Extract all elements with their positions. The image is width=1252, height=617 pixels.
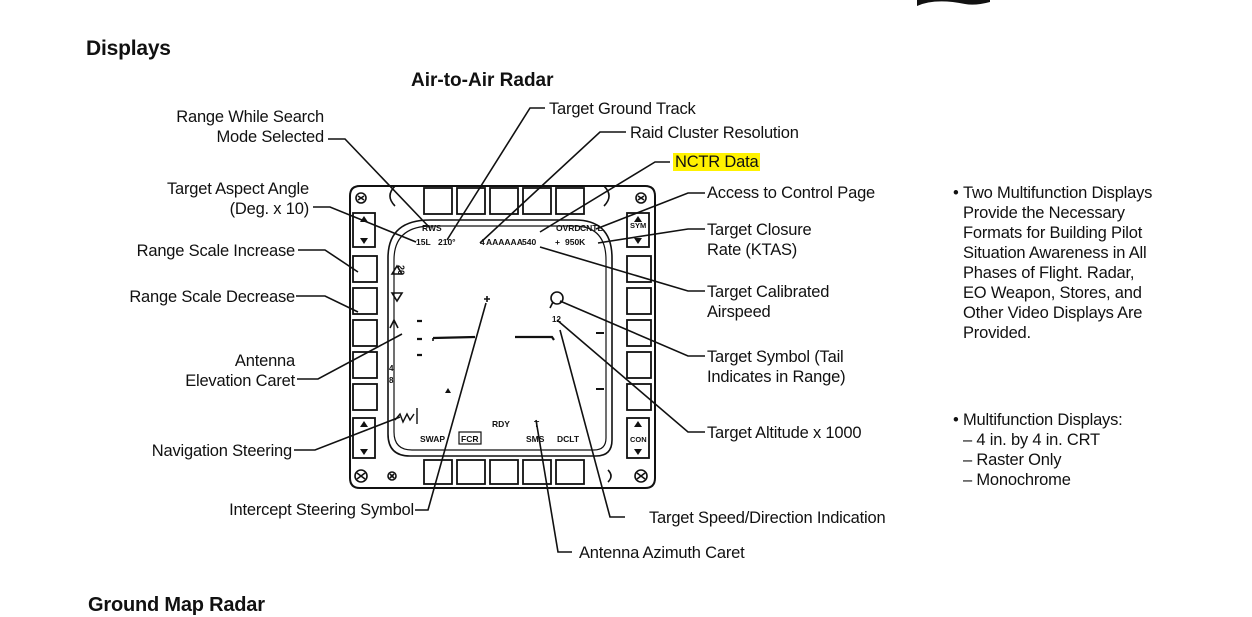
- label-rws: Range While Search Mode Selected: [176, 107, 324, 147]
- screen-closure: 950K: [565, 237, 586, 247]
- intercept-steering-symbol: [445, 388, 451, 393]
- label-speed-direction: Target Speed/Direction Indication: [649, 509, 886, 527]
- label-rws-line1: Range While Search: [176, 108, 324, 126]
- label-range-decrease: Range Scale Decrease: [129, 288, 295, 306]
- screen-sms: SMS: [526, 434, 545, 444]
- mfd-bezel: [349, 185, 656, 489]
- bullet-1: • Two Multifunction Displays Provide the…: [953, 183, 1152, 343]
- screen-rdy: RDY: [492, 419, 510, 429]
- label-closure-rate: Target Closure Rate (KTAS): [707, 220, 812, 260]
- screen-sym: SYM: [630, 221, 646, 230]
- label-antenna-azimuth: Antenna Azimuth Caret: [579, 544, 745, 562]
- sub-bullet-text: Raster Only: [976, 451, 1062, 469]
- screen-scale-4: 4: [389, 364, 394, 373]
- sub-bullet-text: Monochrome: [976, 471, 1071, 489]
- label-navigation-steering: Navigation Steering: [151, 442, 292, 460]
- sub-bullet-text: 4 in. by 4 in. CRT: [976, 431, 1100, 449]
- label-target-altitude: Target Altitude x 1000: [707, 424, 862, 442]
- screen-cntl: CNTL: [580, 223, 603, 233]
- label-cas-line1: Target Calibrated: [707, 283, 830, 301]
- label-nctr-data: NCTR Data: [673, 152, 761, 172]
- label-cas-line2: Airspeed: [707, 303, 771, 321]
- antenna-elevation-caret: [389, 318, 399, 329]
- label-aspect-line1: Target Aspect Angle: [166, 180, 309, 198]
- screen-cas: 540: [522, 237, 536, 247]
- bottom-osb-buttons: [423, 459, 585, 485]
- label-raid-cluster: Raid Cluster Resolution: [630, 124, 799, 142]
- label-elev-line1: Antenna: [234, 352, 295, 370]
- screen-altitude: 12: [552, 315, 561, 324]
- sub-bullet: – 4 in. by 4 in. CRT: [963, 431, 1100, 449]
- screen-range-scale: 20: [396, 265, 406, 275]
- bullet-2: • Multifunction Displays: – 4 in. by 4 i…: [953, 410, 1123, 490]
- next-section-title: Ground Map Radar: [88, 594, 265, 616]
- svg-text:+: +: [555, 237, 560, 247]
- bullet-1-line: Situation Awareness in All: [963, 244, 1147, 262]
- sub-bullet: – Raster Only: [963, 451, 1062, 469]
- bullet-1-line: Provided.: [963, 324, 1031, 342]
- label-antenna-elevation: Antenna Elevation Caret: [185, 351, 295, 391]
- section-title: Displays: [86, 37, 171, 60]
- bullet-2-line: Multifunction Displays:: [963, 411, 1123, 429]
- right-osb-buttons: [626, 212, 652, 459]
- screen-aspect: 15L: [416, 237, 431, 247]
- label-intercept-steering: Intercept Steering Symbol: [229, 501, 414, 519]
- bullet-1-line: Other Video Displays Are: [963, 304, 1143, 322]
- bezel-knobs: [354, 185, 648, 483]
- mfd-screen: [387, 219, 613, 457]
- label-aspect-line2: (Deg. x 10): [229, 200, 310, 218]
- left-osb-buttons: [352, 212, 378, 459]
- screen-dclt: DCLT: [557, 434, 580, 444]
- bullet-1-line: Provide the Necessary: [963, 204, 1125, 222]
- bullet-dot: •: [953, 411, 959, 429]
- label-elev-line2: Elevation Caret: [185, 372, 295, 390]
- label-symbol-line1: Target Symbol (Tail: [707, 348, 844, 366]
- label-aspect-angle: Target Aspect Angle (Deg. x 10): [167, 179, 309, 219]
- screen-swap: SWAP: [420, 434, 445, 444]
- bullet-1-line: Two Multifunction Displays: [963, 184, 1153, 202]
- nctr-highlight: NCTR Data: [673, 153, 761, 171]
- leader-lines: [294, 107, 705, 553]
- screen-ovrd: OVRD: [556, 223, 581, 233]
- label-closure-line2: Rate (KTAS): [707, 241, 798, 259]
- label-target-symbol: Target Symbol (Tail Indicates in Range): [707, 347, 846, 387]
- screen-fcr: FCR: [461, 434, 478, 444]
- figure-title: Air-to-Air Radar: [411, 70, 554, 91]
- bullet-1-line: Phases of Flight. Radar,: [963, 264, 1135, 282]
- screen-raid: 4: [480, 237, 485, 247]
- bullet-dot: •: [953, 184, 959, 202]
- label-ground-track: Target Ground Track: [549, 100, 696, 118]
- sub-bullet: – Monochrome: [963, 471, 1071, 489]
- screen-rws: RWS: [422, 223, 442, 233]
- label-control-page: Access to Control Page: [707, 184, 876, 202]
- label-symbol-line2: Indicates in Range): [707, 368, 846, 386]
- screen-symbols: [390, 264, 604, 424]
- label-closure-line1: Target Closure: [707, 221, 812, 239]
- screen-ground-track: 210°: [438, 237, 456, 247]
- bullet-1-line: EO Weapon, Stores, and: [963, 284, 1142, 302]
- screen-nctr: AAAAAA: [486, 237, 523, 247]
- bullet-1-line: Formats for Building Pilot: [963, 224, 1143, 242]
- scan-artifact: [897, 0, 990, 8]
- label-range-increase: Range Scale Increase: [136, 242, 296, 260]
- label-rws-line2: Mode Selected: [216, 128, 325, 146]
- screen-con: CON: [630, 435, 647, 444]
- top-osb-buttons: [423, 187, 585, 215]
- screen-scale-8: 8: [389, 376, 394, 385]
- label-calibrated-airspeed: Target Calibrated Airspeed: [707, 282, 829, 322]
